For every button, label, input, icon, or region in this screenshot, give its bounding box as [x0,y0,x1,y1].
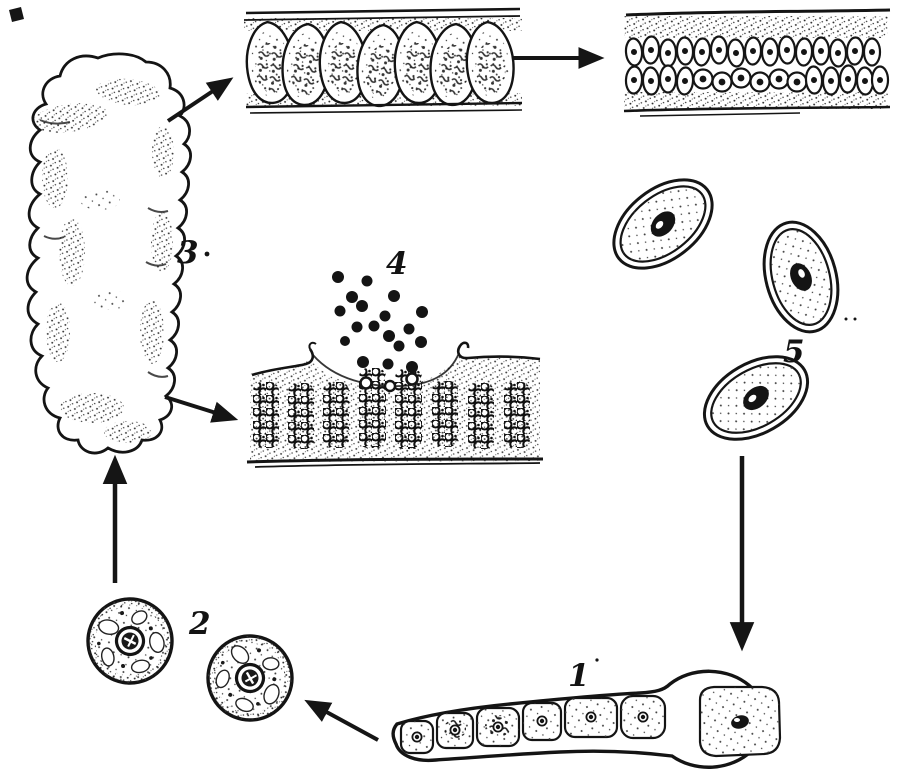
ink-specks [9,7,857,662]
tissue-section-spore-rows [623,8,891,117]
sorus-surface-lines [246,341,544,468]
cell-nuclei [411,711,649,743]
resting-spore [595,160,731,288]
amoeboid-cell [80,591,180,691]
arrow-gall-to-spore-release [164,395,239,423]
released-spores [332,271,428,393]
free-resting-spores [595,160,851,458]
label-stage-2: 2 [188,606,211,642]
gall-stipple-texture [32,78,174,443]
tissue-section-plasmodia [242,7,523,114]
label-stage-5: 5 [783,334,805,370]
resting-spore [751,212,851,342]
host-wall-lines [243,7,523,114]
germ-tube-cells [399,694,667,755]
label-stage-1: 1 [568,658,590,694]
gall-creases [39,119,169,378]
gall-structure [25,52,192,455]
spore-release-section [246,271,544,468]
arrow-germination-to-amoebae [304,699,379,742]
amoeboid-cell [195,623,304,732]
arrow-gall-to-plasmodia [166,77,234,123]
spore-body [698,685,782,758]
tissue-border-lines [623,8,891,117]
label-stage-4: 4 [386,246,408,282]
label-stage-3: 3 [177,235,199,271]
germinating-spore [391,669,782,769]
